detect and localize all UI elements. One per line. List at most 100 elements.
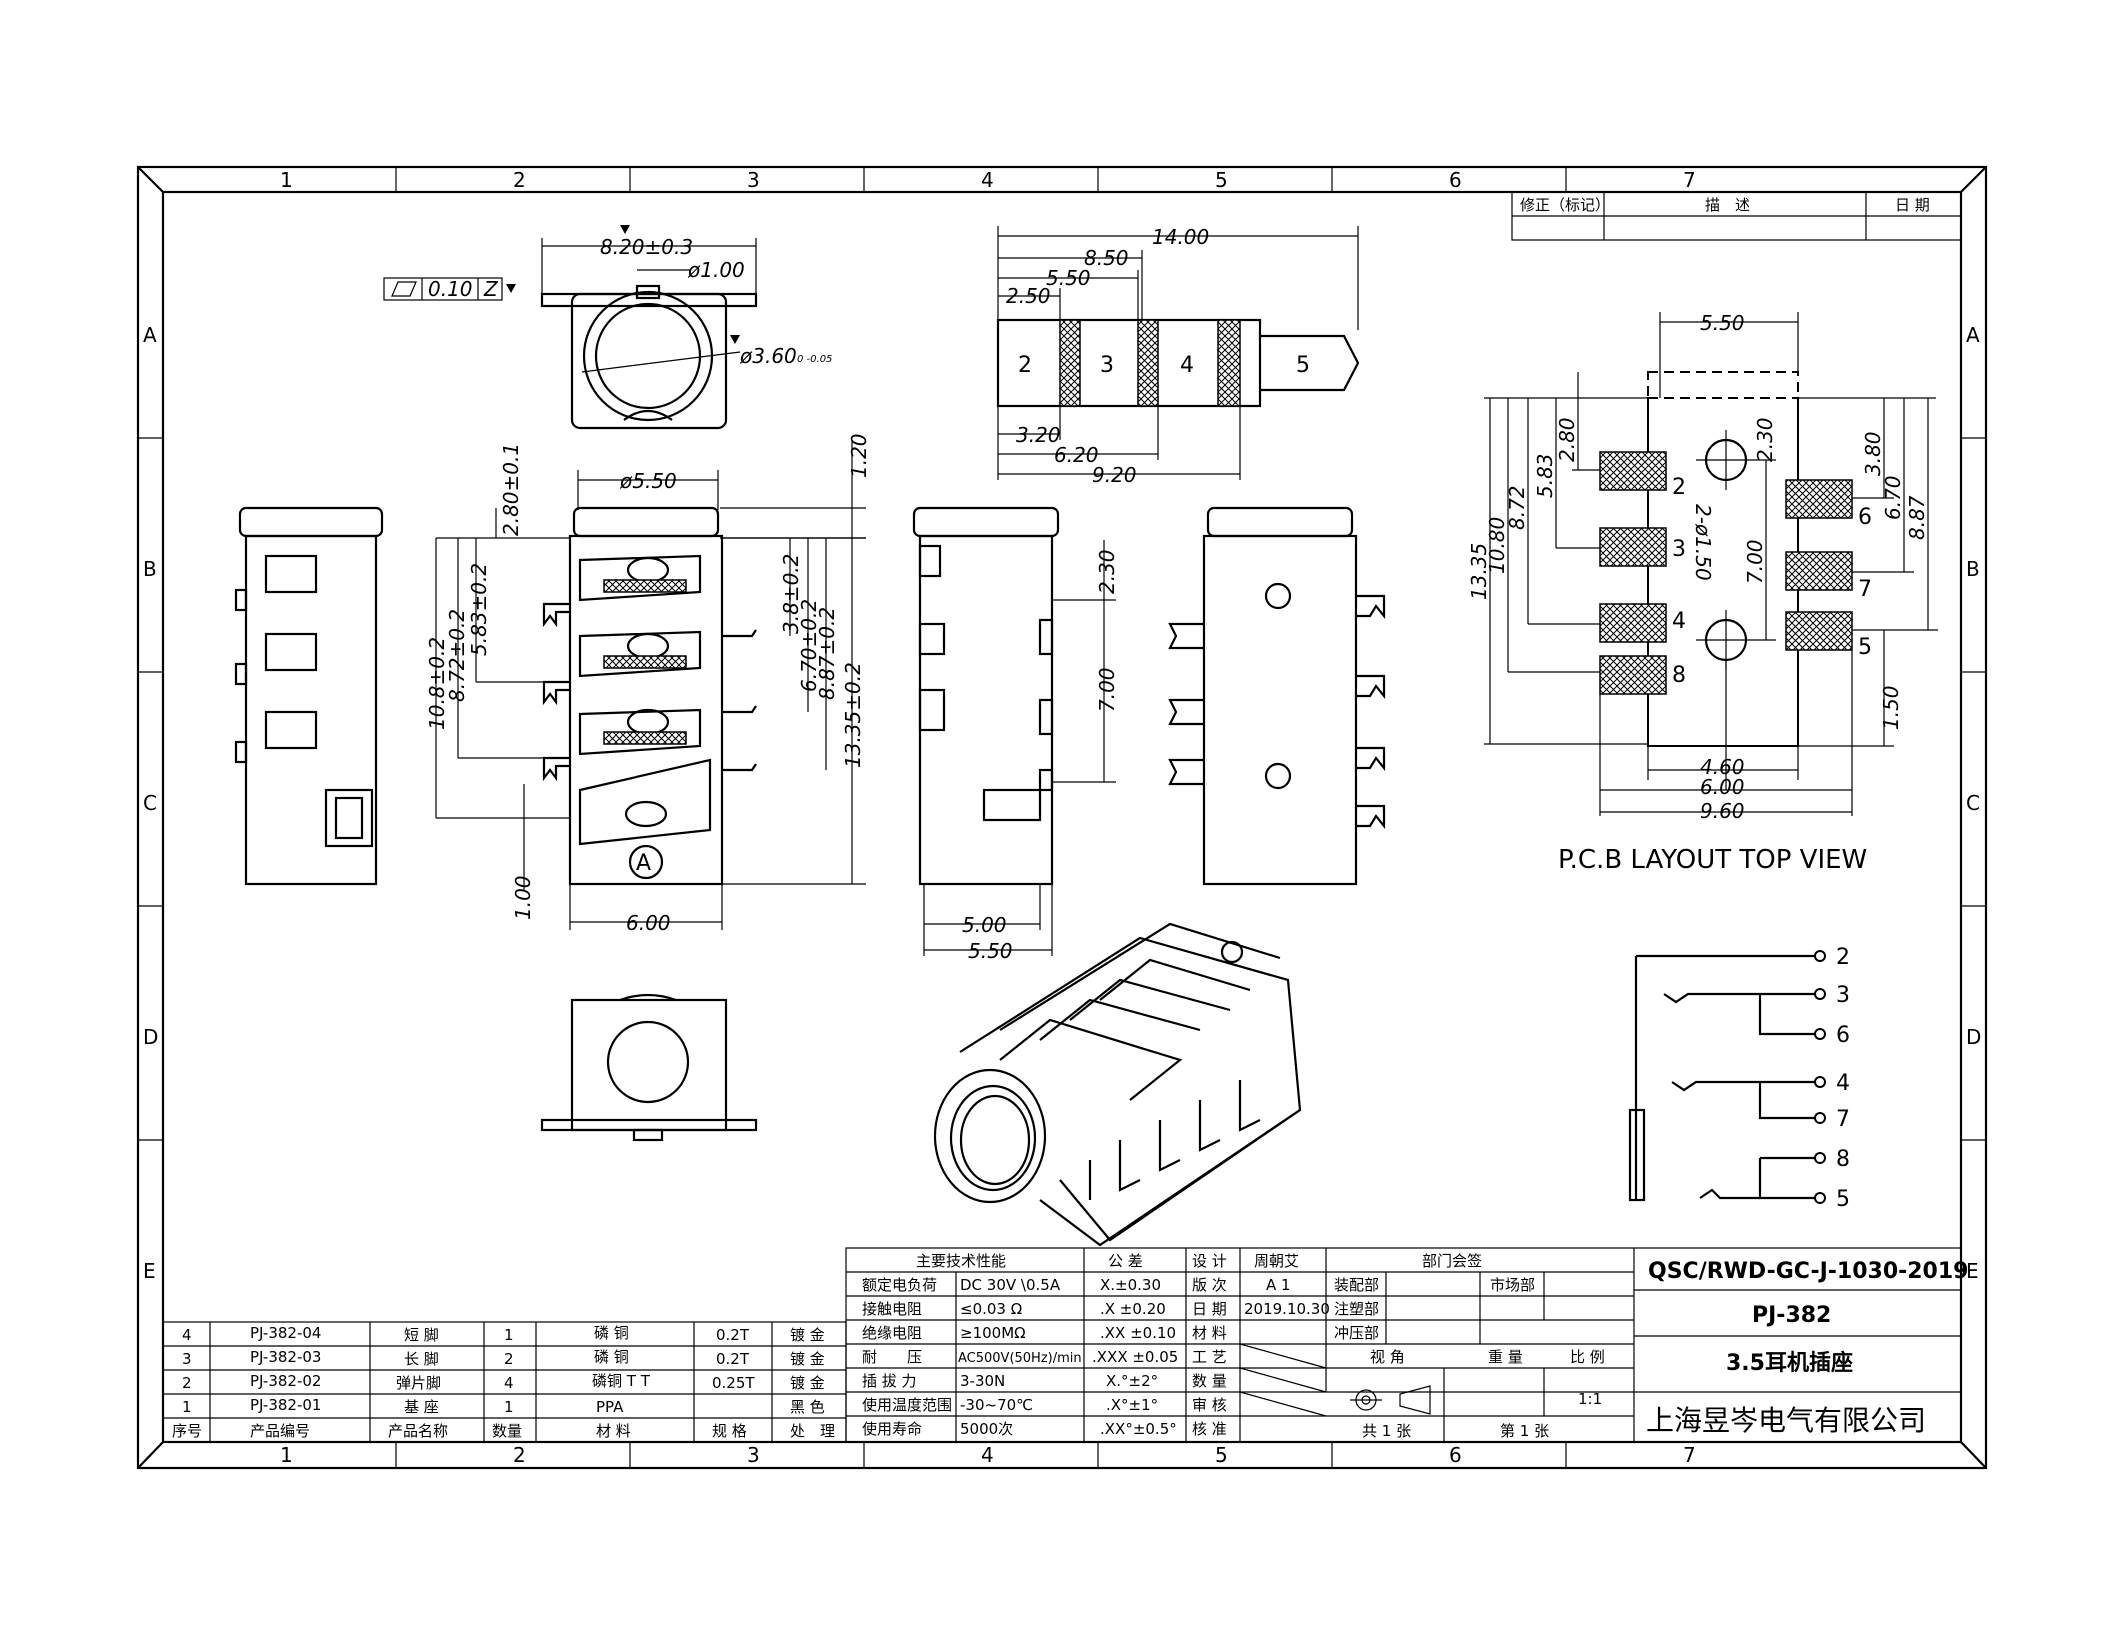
spec-key-0: 额定电负荷 (862, 1276, 937, 1294)
pcb-pad-label-5: 5 (1858, 635, 1872, 660)
dim-front-5-0: 5.00 (962, 913, 1007, 937)
spec-tol-4: X.°±2° (1106, 1372, 1158, 1390)
dim-side-5-83: 5.83±0.2 (467, 563, 491, 656)
pcb-dim-3-8: 3.80 (1861, 431, 1885, 476)
product-name: 3.5耳机插座 (1726, 1350, 1853, 1376)
bom-r1-finish: 镀 金 (790, 1350, 825, 1368)
plug-seg-2: 2 (1018, 353, 1032, 378)
pcb-dim-5-5: 5.50 (1700, 311, 1745, 335)
approval-label-2: 日 期 (1192, 1300, 1227, 1318)
pcb-dim-2-3: 2.30 (1753, 417, 1777, 462)
pcb-dim-1-5: 1.50 (1879, 685, 1903, 730)
grid-col-7-bottom: 7 (1683, 1443, 1696, 1467)
doc-number: QSC/RWD-GC-J-1030-2019 (1648, 1259, 1968, 1284)
pcb-dim-13-35: 13.35 (1467, 543, 1491, 600)
switch-schematic: 2 3 6 4 7 8 5 (1628, 945, 1850, 1212)
bom-h-finish: 处 理 (790, 1422, 835, 1440)
dim-side-6-00: 6.00 (626, 911, 671, 935)
spec-val-3: AC500V(50Hz)/min (958, 1351, 1082, 1366)
grid-row-b-right: B (1966, 557, 1980, 581)
grid-col-4-bottom: 4 (981, 1443, 994, 1467)
title-block: 主要技术性能 公 差 额定电负荷 DC 30V \0.5A X.±0.30 接触… (845, 1247, 1968, 1443)
dim-plug-6-2: 6.20 (1054, 443, 1099, 467)
rev-header-date: 日 期 (1895, 196, 1930, 214)
pcb-dim-6-0: 6.00 (1700, 775, 1745, 799)
version-value: A 1 (1266, 1276, 1291, 1294)
spec-tol-0: X.±0.30 (1100, 1276, 1161, 1294)
dept-stamping: 冲压部 (1334, 1324, 1379, 1342)
grid-col-5-bottom: 5 (1215, 1443, 1228, 1467)
top-view-jack: 8.20±0.3 ø1.00 ø3.60 0 -0.05 0.10 Z (383, 225, 832, 430)
rev-header-desc: 描 述 (1705, 196, 1750, 214)
spec-header: 主要技术性能 (916, 1252, 1006, 1270)
bom-r2-n: 2 (182, 1374, 192, 1392)
grid-row-d-right: D (1966, 1025, 1981, 1049)
pcb-dim-4-6: 4.60 (1700, 755, 1745, 779)
dim-plug-8-5: 8.50 (1084, 246, 1129, 270)
bom-r0-qty: 1 (504, 1326, 514, 1344)
approval-label-5: 数 量 (1192, 1372, 1227, 1390)
plug-seg-3: 3 (1100, 353, 1114, 378)
sch-pin-6: 6 (1836, 1023, 1850, 1048)
datum-a-label: A (636, 851, 651, 876)
sch-pin-2: 2 (1836, 945, 1850, 970)
isometric-view (933, 922, 1302, 1247)
pcb-pad-label-7: 7 (1858, 577, 1872, 602)
grid-row-a-right: A (1966, 323, 1980, 347)
pcb-pad-2 (1599, 451, 1667, 491)
grid-row-c-right: C (1966, 791, 1980, 815)
dim-side-10-8: 10.8±0.2 (425, 637, 449, 730)
grid-col-2-bottom: 2 (513, 1443, 526, 1467)
spec-key-3: 耐 压 (862, 1348, 922, 1366)
pcb-pad-4 (1599, 603, 1667, 643)
weight-label: 重 量 (1488, 1348, 1523, 1366)
dim-side-6-7: 6.70±0.2 (797, 599, 821, 692)
bom-r3-n: 1 (182, 1398, 192, 1416)
dim-front-2-3: 2.30 (1095, 549, 1119, 594)
bom-h-mat: 材 料 (596, 1422, 631, 1440)
plug-seg-4: 4 (1180, 353, 1194, 378)
designer-name: 周朝艾 (1254, 1252, 1299, 1270)
left-side-view (234, 506, 384, 886)
bom-r1-spec: 0.2T (716, 1350, 750, 1368)
pcb-pad-label-6: 6 (1858, 505, 1872, 530)
pcb-dim-2-8: 2.80 (1555, 417, 1579, 462)
bom-r1-mat: 磷 铜 (594, 1348, 629, 1366)
dept-market: 市场部 (1490, 1276, 1535, 1294)
bom-r1-code: PJ-382-03 (250, 1348, 321, 1366)
bom-r2-finish: 镀 金 (790, 1374, 825, 1392)
model-number: PJ-382 (1752, 1303, 1831, 1328)
bom-r2-mat: 磷铜 T T (592, 1372, 651, 1390)
bom-h-no: 序号 (172, 1422, 202, 1440)
dept-header: 部门会签 (1422, 1252, 1482, 1270)
spec-key-4: 插 拔 力 (862, 1372, 917, 1390)
spec-tol-5: .X°±1° (1106, 1396, 1158, 1414)
bom-r3-finish: 黑 色 (790, 1398, 825, 1416)
pcb-pad-8 (1599, 655, 1667, 695)
spec-tol-6: .XX°±0.5° (1100, 1420, 1177, 1438)
pcb-pad-label-8: 8 (1672, 663, 1686, 688)
spec-key-1: 接触电阻 (862, 1300, 922, 1318)
pcb-dim-7-0: 7.00 (1743, 539, 1767, 584)
spec-val-6: 5000次 (960, 1420, 1013, 1438)
grid-row-a: A (143, 323, 157, 347)
tol-header: 公 差 (1108, 1252, 1143, 1270)
grid-col-6-bottom: 6 (1449, 1443, 1462, 1467)
spec-val-4: 3-30N (960, 1372, 1005, 1390)
scale-label: 比 例 (1570, 1348, 1605, 1366)
dim-top-hole-dia: ø3.60 (739, 344, 797, 368)
approval-label-6: 审 核 (1192, 1396, 1227, 1414)
approval-label-7: 核 准 (1192, 1420, 1227, 1438)
bom-r0-spec: 0.2T (716, 1326, 750, 1344)
grid-row-c: C (143, 791, 157, 815)
spec-tol-1: .X ±0.20 (1100, 1300, 1166, 1318)
grid-row-e: E (143, 1259, 156, 1283)
bom-r1-n: 3 (182, 1350, 192, 1368)
spec-key-6: 使用寿命 (862, 1420, 922, 1438)
sch-pin-3: 3 (1836, 983, 1850, 1008)
bom-r3-code: PJ-382-01 (250, 1396, 321, 1414)
pcb-dim-6-7: 6.70 (1881, 475, 1905, 520)
dim-side-8-72: 8.72±0.2 (445, 609, 469, 702)
bom-h-qty: 数量 (492, 1422, 522, 1440)
